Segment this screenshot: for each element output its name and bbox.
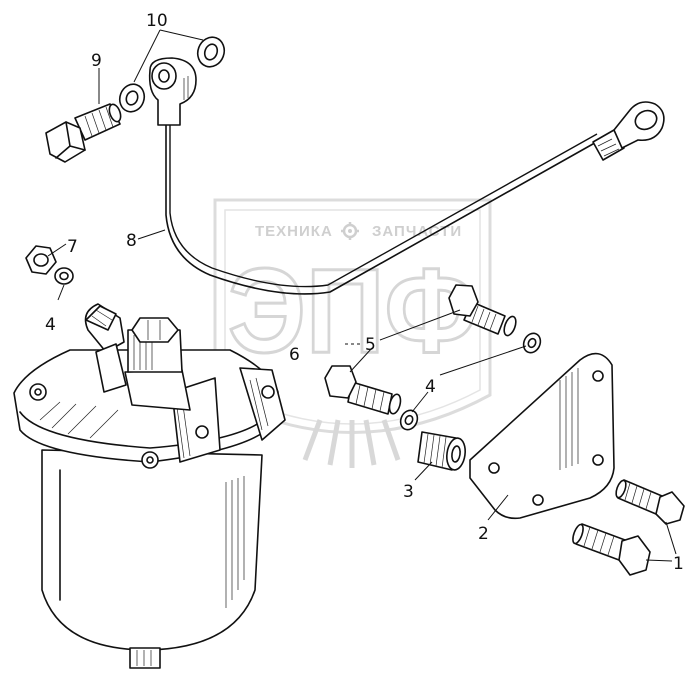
bolt-lower	[572, 523, 651, 576]
watermark-text-left: ТЕХНИКА	[255, 223, 333, 240]
gear-icon	[341, 222, 359, 240]
watermark-big-letters: ЭПФ	[228, 244, 478, 378]
bolt-middle	[324, 365, 402, 415]
spacer-bushing	[417, 431, 466, 471]
callout-7: 7	[67, 237, 78, 257]
leader-lines	[47, 29, 677, 562]
sealing-washers	[118, 36, 226, 113]
callout-4-right: 4	[425, 377, 436, 397]
nut-left	[25, 245, 57, 275]
bolt-lower-upper	[615, 479, 685, 525]
callout-2: 2	[478, 524, 489, 544]
watermark-text-right: ЗАПЧАСТИ	[372, 223, 462, 240]
banjo-bolt	[45, 103, 122, 163]
lock-washer-upper	[522, 332, 542, 354]
lock-washer-left	[54, 267, 74, 285]
fuel-filter-assembly	[13, 303, 286, 669]
bolt-upper	[448, 284, 517, 337]
callout-9: 9	[91, 51, 102, 71]
fuel-pipe	[148, 57, 665, 295]
callout-4-left: 4	[45, 315, 56, 335]
callout-10: 10	[146, 11, 168, 31]
callout-8: 8	[126, 231, 137, 251]
pipe-banjo-fitting-top	[148, 57, 197, 126]
mounting-bracket	[469, 352, 615, 520]
callout-labels: 1 2 3 4 4 5 6 7 8 9 10	[45, 11, 684, 574]
callout-5: 5	[365, 335, 376, 355]
callout-6: 6	[289, 345, 300, 365]
pipe-nut-end	[592, 129, 625, 161]
callout-3: 3	[403, 482, 414, 502]
watermark: ТЕХНИКА ЗАПЧАСТИ ЭПФ	[213, 198, 492, 468]
callout-1: 1	[673, 554, 684, 574]
pipe-eye-end	[613, 101, 665, 149]
watermark-wheat	[302, 419, 401, 468]
